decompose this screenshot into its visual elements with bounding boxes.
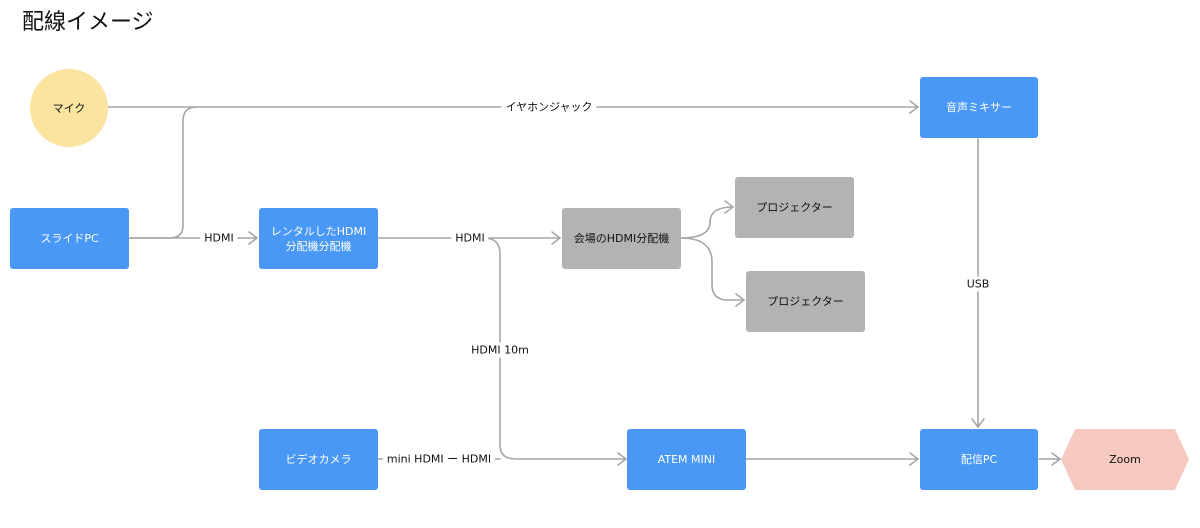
arrow-into-mixer [909, 100, 919, 114]
audio-mixer-label: 音声ミキサー [946, 101, 1012, 114]
rental-hdmi-splitter-node: レンタルしたHDMI 分配機分配機 [259, 208, 378, 269]
wire-hdmi10m-to-atem [483, 237, 627, 460]
wire-venue-to-projector-2 [680, 237, 745, 301]
arrow-down-into-streaming-pc [971, 418, 985, 428]
edge-label-usb: USB [962, 276, 994, 292]
video-camera-label: ビデオカメラ [285, 453, 352, 466]
atem-mini-label: ATEM MINI [657, 453, 716, 466]
slide-pc-label: スライドPC [40, 232, 99, 245]
audio-mixer-node: 音声ミキサー [920, 77, 1038, 138]
projector-1-label: プロジェクター [756, 201, 833, 214]
page-title: 配線イメージ [22, 10, 154, 35]
edge-label-hdmi-10m: HDMI 10m [467, 342, 533, 358]
rental-hdmi-splitter-label: レンタルしたHDMI 分配機分配機 [270, 224, 367, 253]
arrow-into-projector-2 [735, 293, 745, 307]
zoom-node: Zoom [1061, 429, 1189, 490]
zoom-label: Zoom [1109, 453, 1141, 466]
edge-label-hdmi-1: HDMI [200, 230, 238, 246]
edge-label-earphone-jack: イヤホンジャック [501, 99, 597, 115]
video-camera-node: ビデオカメラ [259, 429, 378, 490]
atem-mini-node: ATEM MINI [627, 429, 746, 490]
projector-2-label: プロジェクター [767, 295, 844, 308]
projector-2-node: プロジェクター [746, 271, 865, 332]
arrow-into-venue [551, 231, 561, 245]
wire-venue-to-projector-1 [680, 206, 734, 239]
arrow-into-atem [617, 452, 627, 466]
projector-1-node: プロジェクター [735, 177, 854, 238]
streaming-pc-node: 配信PC [920, 429, 1038, 490]
arrow-into-rental [248, 231, 258, 245]
edge-label-hdmi-2: HDMI [451, 230, 489, 246]
slide-pc-node: スライドPC [10, 208, 129, 269]
edge-label-mini-hdmi: mini HDMI ー HDMI [382, 451, 496, 467]
wire-slidepc-to-mic-line [129, 106, 198, 239]
arrow-into-zoom [1051, 452, 1061, 466]
arrow-into-streaming-pc [909, 452, 919, 466]
arrow-into-projector-1 [724, 200, 734, 214]
venue-hdmi-splitter-label: 会場のHDMI分配機 [573, 232, 670, 245]
mic-label: マイク [52, 101, 86, 115]
streaming-pc-label: 配信PC [960, 453, 998, 466]
venue-hdmi-splitter-node: 会場のHDMI分配機 [562, 208, 681, 269]
mic-node: マイク [30, 69, 108, 147]
